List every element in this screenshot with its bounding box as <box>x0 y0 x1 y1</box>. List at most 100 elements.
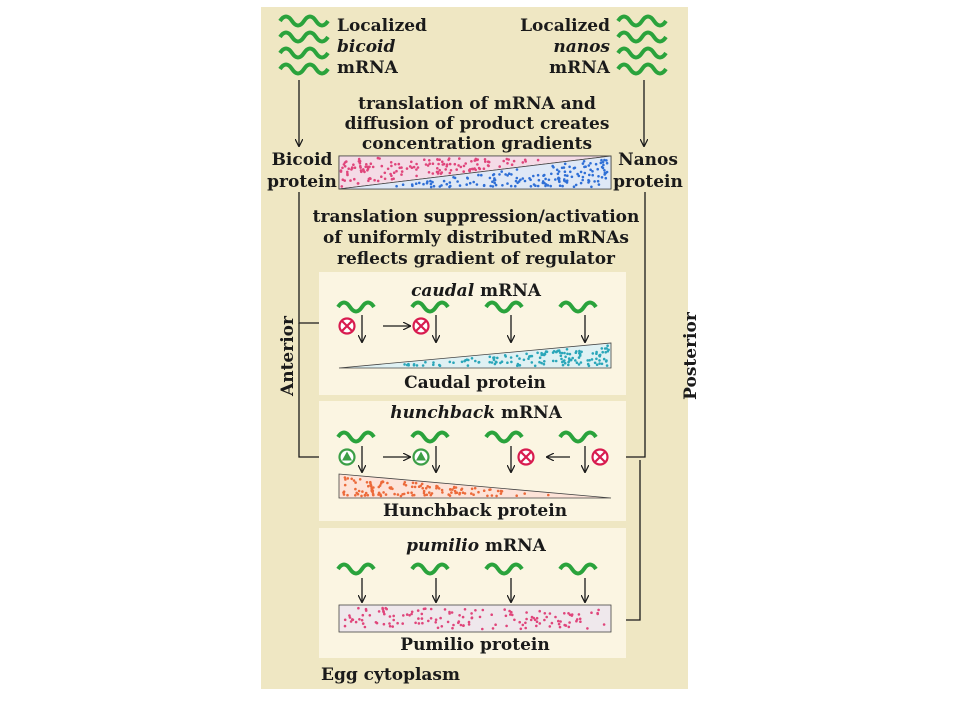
mrna-icon <box>484 430 524 444</box>
caudal-dots <box>403 344 610 368</box>
mrna-icon <box>484 300 524 314</box>
protein-dot <box>503 354 507 357</box>
protein-dot <box>558 351 562 354</box>
bicoid-protein-label-line1: Bicoid <box>272 150 333 170</box>
protein-dot <box>494 183 498 187</box>
protein-dot <box>456 180 459 183</box>
translation-caption-line2: diffusion of product creates <box>345 114 610 134</box>
protein-dot <box>405 363 409 367</box>
protein-dot <box>401 183 405 186</box>
protein-dot <box>605 364 609 367</box>
protein-dot <box>491 627 495 630</box>
protein-dot <box>591 352 595 355</box>
protein-dot <box>490 361 494 364</box>
protein-dot <box>557 170 561 173</box>
bicoid-label-line3: mRNA <box>337 58 399 78</box>
pumilio-mrna-title: pumilio mRNA <box>406 536 547 556</box>
protein-dot <box>404 484 408 487</box>
protein-dot <box>548 625 552 628</box>
protein-dot <box>597 183 601 186</box>
protein-dot <box>424 487 428 490</box>
bicoid-nanos-gradient-bar <box>338 155 612 190</box>
protein-dot <box>352 163 355 166</box>
protein-dot <box>437 162 440 166</box>
protein-dot <box>474 359 477 363</box>
protein-dot <box>347 167 351 170</box>
protein-dot <box>524 621 527 625</box>
protein-dot <box>567 625 571 629</box>
protein-dot <box>342 493 346 496</box>
protein-dot <box>536 158 540 162</box>
protein-dot <box>413 485 417 489</box>
protein-dot <box>563 361 567 365</box>
protein-dot <box>462 164 466 168</box>
protein-dot <box>452 623 455 627</box>
protein-dot <box>543 352 547 356</box>
protein-dot <box>442 179 446 183</box>
protein-dot <box>564 624 568 627</box>
protein-dot <box>463 359 466 363</box>
protein-dot <box>494 623 497 626</box>
protein-dot <box>358 162 362 165</box>
protein-dot <box>452 486 456 490</box>
protein-dot <box>559 620 562 623</box>
protein-dot <box>568 621 571 624</box>
hunchback-dots <box>342 476 550 498</box>
protein-dot <box>360 170 363 174</box>
protein-dot <box>581 175 585 179</box>
protein-dot <box>391 625 395 628</box>
protein-dot <box>361 490 364 493</box>
nanos-protein-label-line1: Nanos <box>618 150 678 170</box>
protein-dot <box>428 491 431 494</box>
protein-dot <box>591 170 594 173</box>
pumilio-dots <box>343 606 606 631</box>
protein-dot <box>535 616 539 620</box>
protein-dot <box>563 174 567 177</box>
protein-dot <box>603 347 607 350</box>
hunchback-panel <box>319 401 626 521</box>
protein-dot <box>566 352 569 356</box>
protein-dot <box>579 181 583 185</box>
protein-dot <box>530 354 534 358</box>
protein-dot <box>346 477 350 480</box>
protein-dot <box>476 163 479 166</box>
protein-dot <box>555 168 559 172</box>
protein-dot <box>422 491 426 495</box>
protein-dot <box>551 359 555 363</box>
protein-dot <box>432 361 435 364</box>
protein-dot <box>393 492 396 496</box>
protein-dot <box>343 483 347 487</box>
protein-dot <box>522 358 526 362</box>
protein-dot <box>415 174 418 178</box>
protein-dot <box>600 347 604 350</box>
protein-dot <box>431 162 435 165</box>
protein-dot <box>434 621 438 624</box>
protein-dot <box>574 351 578 355</box>
anterior-axis-label: Anterior <box>278 315 298 397</box>
inhibit-icon <box>338 317 356 335</box>
protein-dot <box>528 355 531 358</box>
protein-dot <box>448 171 452 175</box>
protein-dot <box>358 618 361 621</box>
protein-dot <box>415 162 418 166</box>
protein-dot <box>360 494 363 498</box>
protein-dot <box>449 488 452 491</box>
protein-dot <box>462 170 466 173</box>
protein-dot <box>383 177 387 181</box>
protein-dot <box>560 357 563 361</box>
protein-dot <box>473 486 477 490</box>
mrna-icon <box>336 430 376 444</box>
protein-dot <box>490 494 494 497</box>
protein-dot <box>576 172 579 176</box>
mrna-icon <box>410 430 450 444</box>
protein-dot <box>484 160 487 163</box>
mrna-icon <box>616 62 668 76</box>
protein-dot <box>538 360 541 364</box>
protein-dot <box>348 614 351 617</box>
protein-dot <box>554 178 557 181</box>
protein-dot <box>414 182 418 185</box>
protein-dot <box>437 487 441 490</box>
protein-dot <box>410 160 413 164</box>
protein-dot <box>498 173 501 176</box>
protein-dot <box>346 170 349 174</box>
